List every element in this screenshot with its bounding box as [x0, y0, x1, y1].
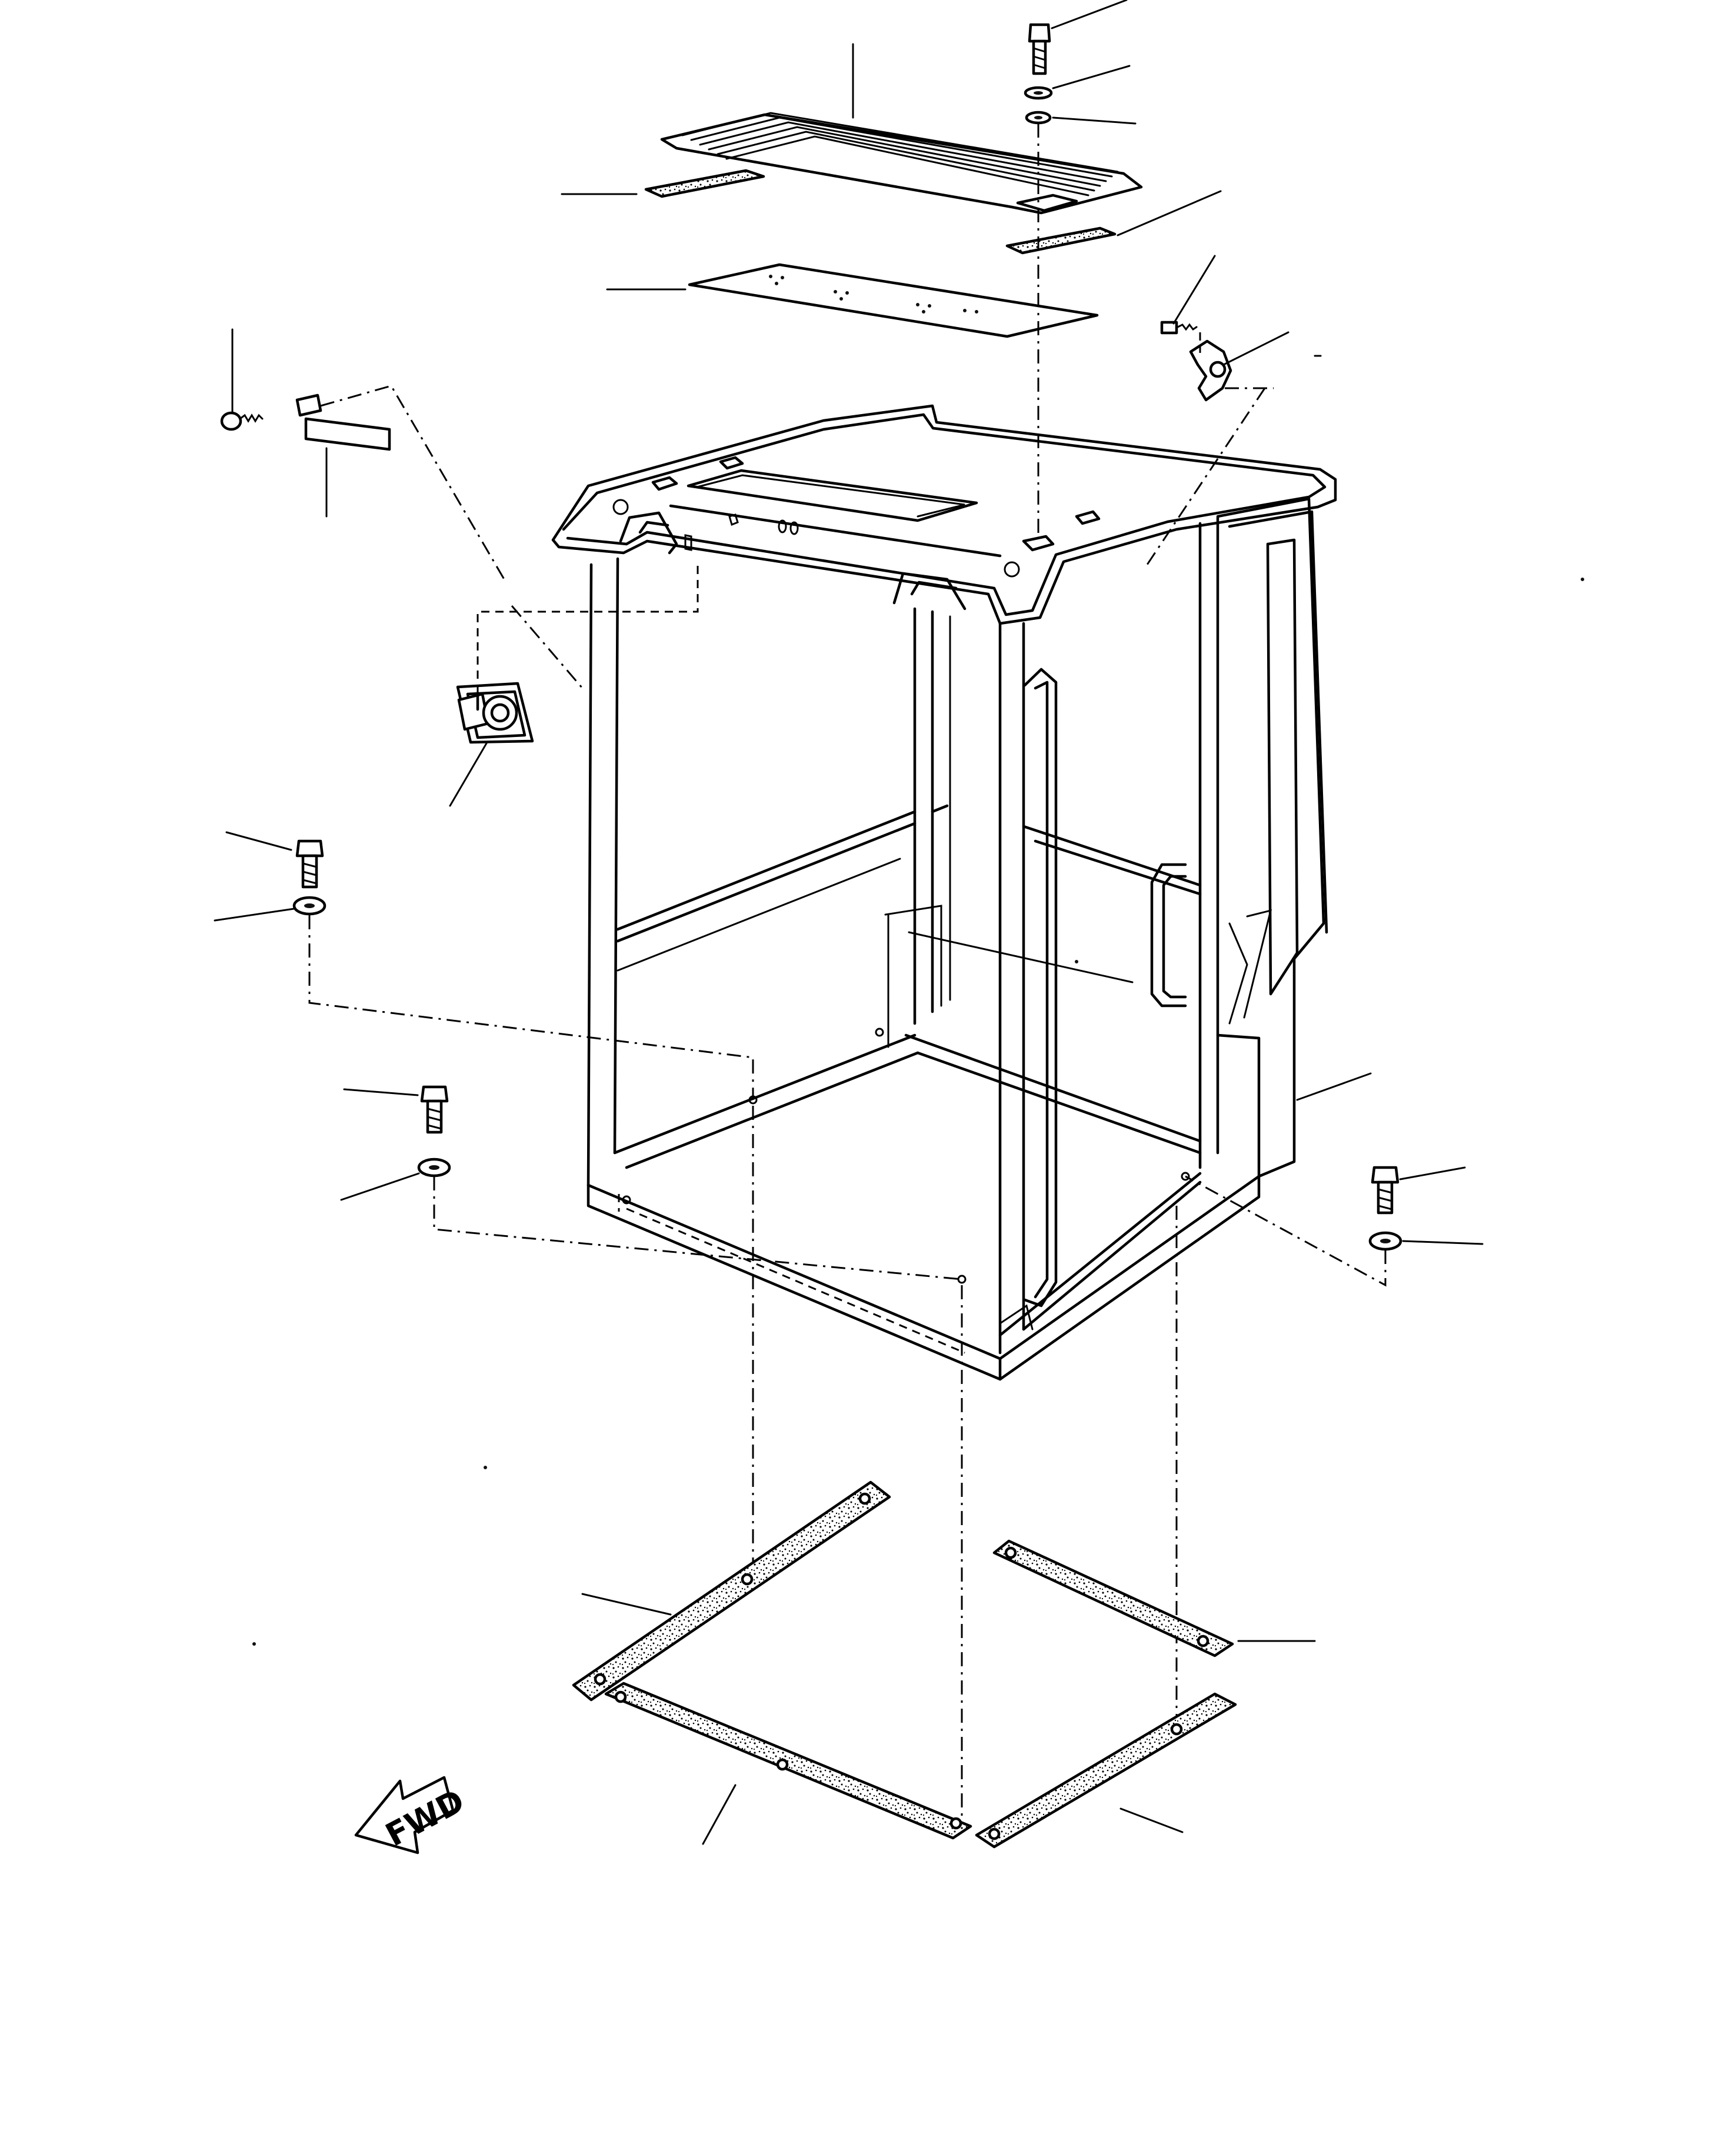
left-bracket-plate — [295, 393, 391, 451]
cab-frame — [551, 404, 1337, 1381]
leader-lines — [214, 0, 1484, 1845]
left-screw-icon — [220, 411, 264, 431]
bolt-icon — [292, 839, 326, 916]
latch-icon — [456, 682, 534, 744]
fwd-arrow-icon: FWD — [354, 1776, 471, 1855]
floor-strip-front — [604, 1682, 972, 1840]
roof-pad-right — [1005, 226, 1117, 255]
bolt-icon — [1368, 1166, 1402, 1251]
floor-strip-left — [572, 1480, 891, 1702]
floor-strip-rear — [992, 1539, 1234, 1657]
print-specks — [252, 578, 1584, 1646]
washer-icon — [1024, 86, 1053, 125]
bolt-icon — [417, 1085, 451, 1178]
roof-plate — [688, 263, 1099, 338]
roof-slat-panel — [660, 112, 1143, 215]
floor-strip-right — [975, 1692, 1237, 1849]
roof-pad-left — [644, 169, 765, 198]
latch-icon — [1160, 321, 1232, 402]
bolt-icon — [1028, 23, 1051, 75]
